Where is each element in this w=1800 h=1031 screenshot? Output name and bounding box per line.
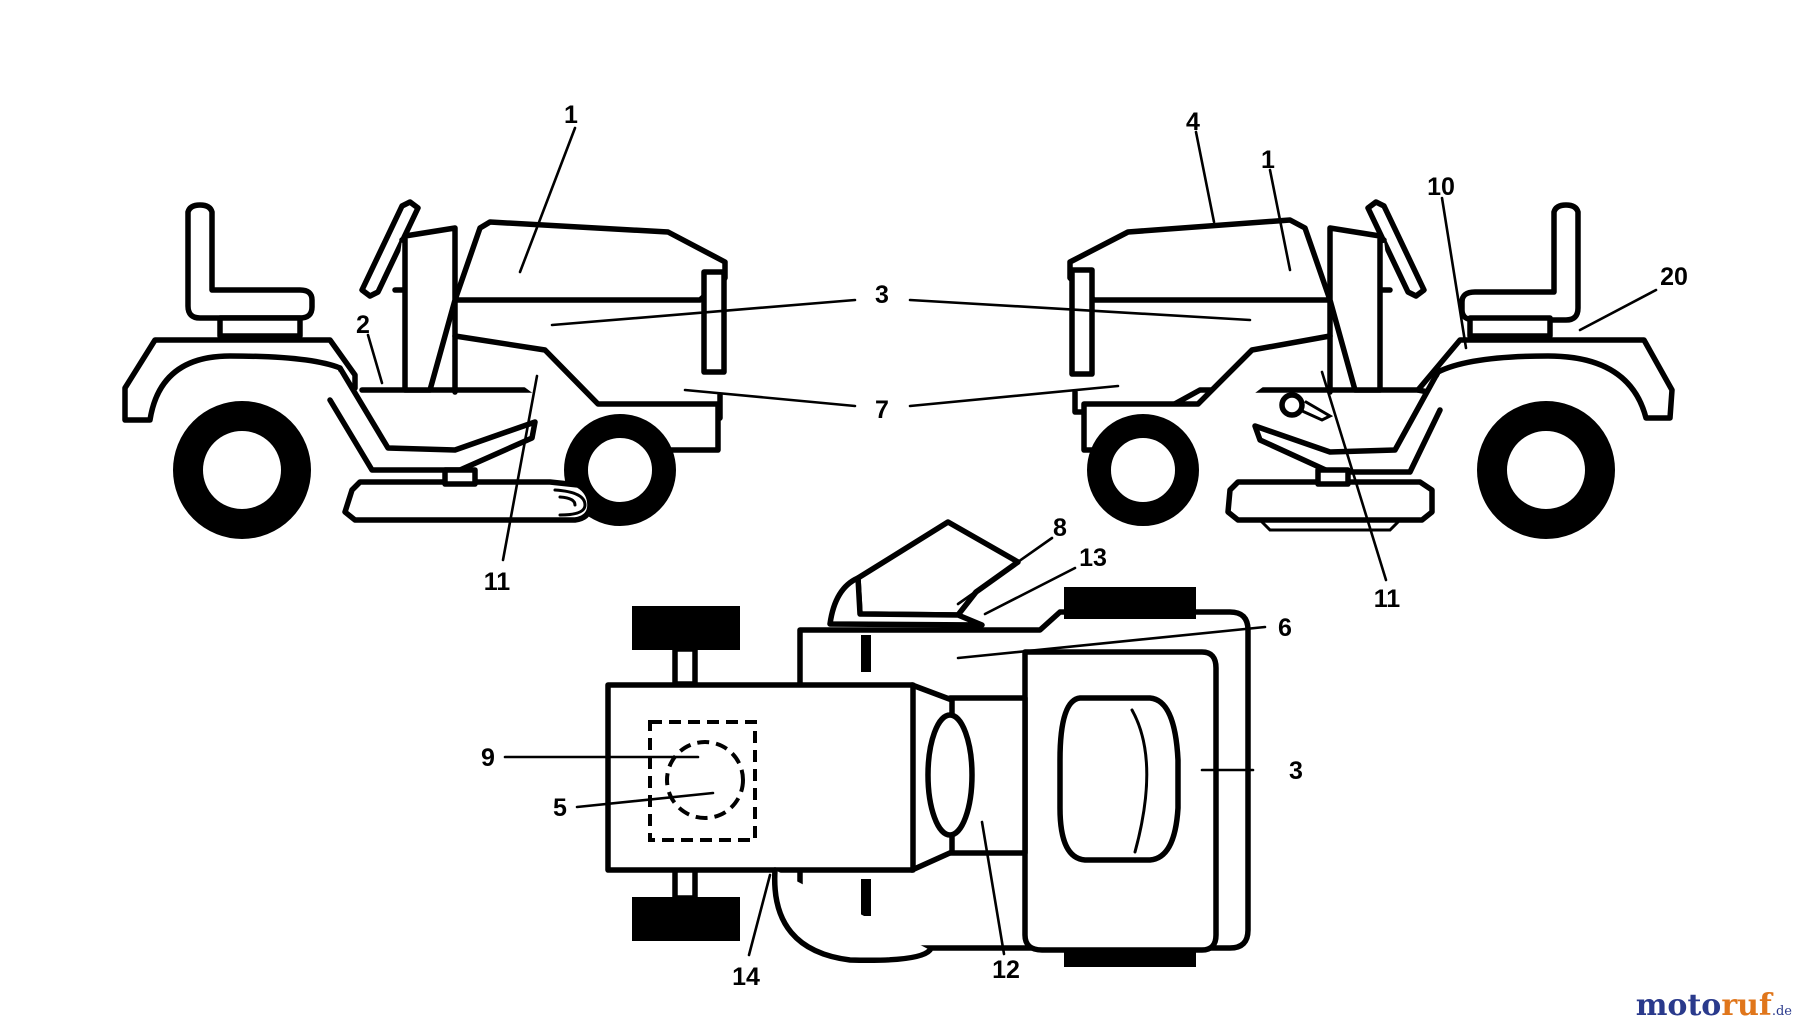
- tractor-right-side-view: [1067, 199, 1675, 539]
- callout-labels: 1 2 3 7 11 4 1 10 20 3 7 11 8 13 6 9 5 3…: [356, 101, 1688, 991]
- callout-4: 4: [1186, 108, 1200, 136]
- brand-logo: motoruf.de: [1636, 988, 1792, 1023]
- brand-part-1: moto: [1635, 988, 1722, 1023]
- callout-6: 6: [1278, 614, 1292, 642]
- callout-11-right: 11: [1374, 585, 1401, 613]
- brand-part-3: .de: [1771, 1004, 1792, 1019]
- callout-3-top: 3: [1289, 757, 1303, 785]
- callout-14: 14: [732, 963, 760, 991]
- callout-20: 20: [1660, 263, 1688, 291]
- tractor-left-side-view: [122, 199, 728, 539]
- callout-11-left: 11: [484, 568, 511, 596]
- callout-1-right: 1: [1261, 146, 1275, 174]
- brand-part-2: ruf: [1721, 988, 1772, 1023]
- callout-5: 5: [553, 794, 567, 822]
- callout-7: 7: [875, 396, 889, 424]
- callout-2: 2: [356, 311, 370, 339]
- leader-lines: [366, 126, 1658, 957]
- callout-13: 13: [1079, 544, 1107, 572]
- callout-1-left: 1: [564, 101, 578, 129]
- callout-10: 10: [1427, 173, 1455, 201]
- callout-8: 8: [1053, 514, 1067, 542]
- callout-12: 12: [992, 956, 1020, 984]
- callout-3-side: 3: [875, 281, 889, 309]
- callout-9: 9: [481, 744, 495, 772]
- tractor-top-view: [605, 519, 1251, 967]
